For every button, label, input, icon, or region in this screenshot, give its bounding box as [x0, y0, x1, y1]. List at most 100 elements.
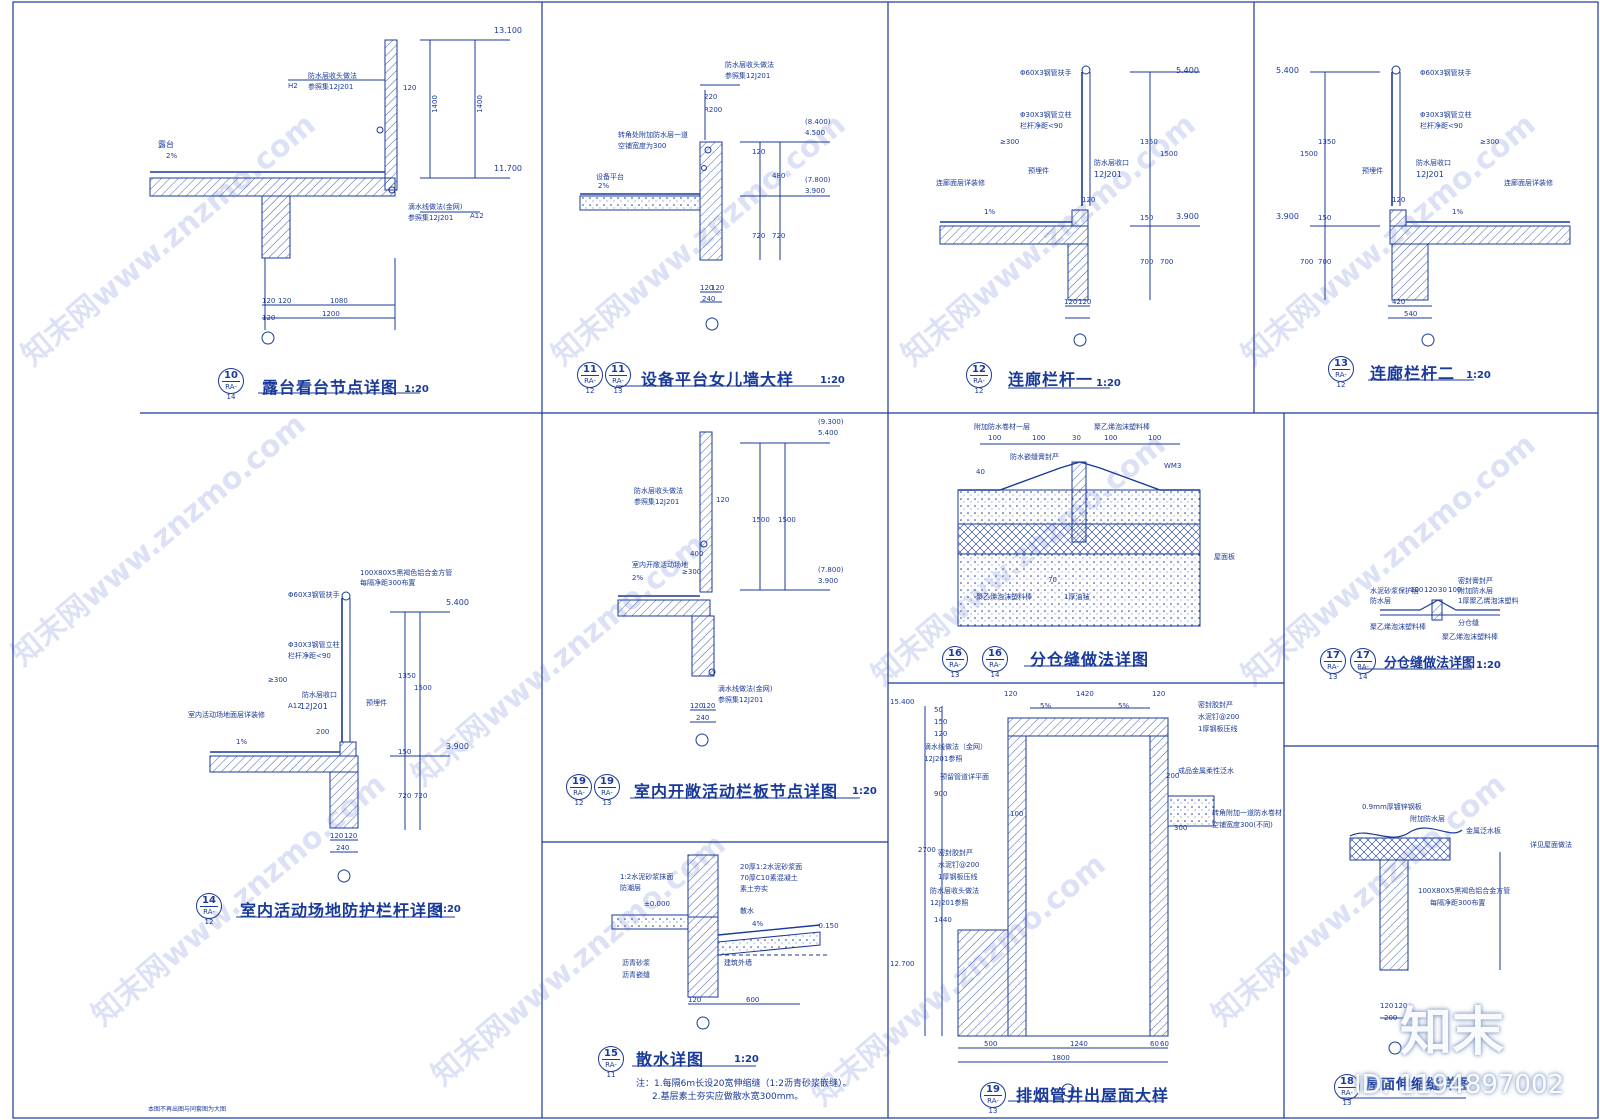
dimension-label: 120	[1004, 690, 1018, 698]
dimension-label: 100	[1104, 434, 1118, 442]
note: 预埋件	[366, 699, 387, 707]
dimension-label: 1400	[430, 95, 439, 113]
note: Φ30X3钢管立柱	[1420, 111, 1472, 119]
note: 防水层收口	[1094, 159, 1129, 167]
note: 0.9mm厚镀锌钢板	[1362, 803, 1422, 811]
note: 防水层收头做法	[634, 487, 683, 495]
detail-title: 分仓缝做法详图	[1384, 656, 1476, 671]
note: 素土夯实	[740, 885, 768, 893]
note: 滴水线做法(金网)	[408, 203, 463, 211]
dimension-label: ≥300	[1000, 138, 1020, 146]
detail-19b-drawing	[924, 706, 1215, 1097]
dimension-label: 240	[336, 844, 350, 852]
note: 12J201参照	[930, 899, 969, 907]
dimension-label: 100	[1010, 810, 1024, 818]
dimension-label: 120	[716, 496, 730, 504]
dimension-label: 120	[690, 702, 704, 710]
note: 防水层收口	[1416, 159, 1451, 167]
dimension-label: 120	[1082, 196, 1096, 204]
dimension-label: 300	[1174, 824, 1188, 832]
dimension-label: 150	[1318, 214, 1332, 222]
note: 防水层收头做法	[930, 887, 979, 895]
dimension-label: 200	[1384, 1014, 1398, 1022]
dimension-label: 700	[1160, 258, 1174, 266]
dimension-label: 600	[746, 996, 760, 1004]
dimension-label: 1080	[330, 297, 348, 305]
detail-title: 室内开敞活动栏板节点详图	[634, 782, 839, 801]
note: 70厚C10素混凝土	[740, 874, 798, 882]
elevation-label: (8.400)	[805, 118, 831, 126]
dimension-label: 120	[262, 297, 276, 305]
dimension-label: 540	[1404, 310, 1418, 318]
dimension-label: 100	[1410, 586, 1424, 594]
detail-title: 连廊栏杆二	[1370, 364, 1456, 383]
dimension-label: 40	[976, 468, 985, 476]
dimension-label: 150	[398, 748, 412, 756]
detail-scale: 1:20	[852, 786, 877, 797]
dimension-label: 1500	[1300, 150, 1318, 158]
dimension-label: 120	[1424, 586, 1438, 594]
note: 室内开敞活动场地	[632, 561, 688, 569]
elevation-label: 3.900	[1176, 212, 1199, 221]
ref-symbol: A12	[288, 702, 302, 710]
elevation-label: -0.150	[816, 922, 839, 930]
dimension-label: 100	[1032, 434, 1046, 442]
dimension-label: R200	[704, 106, 723, 114]
area-label: 露台	[158, 140, 174, 149]
dimension-label: 5%	[1040, 702, 1052, 710]
note: 密封胶封严	[938, 849, 973, 857]
note: 附加防水卷材一层	[974, 423, 1030, 431]
dimension-label: ≥300	[682, 568, 702, 576]
dimension-label: 1400	[475, 95, 484, 113]
note: 附加防水层	[1458, 587, 1493, 595]
dimension-label: 120	[1152, 690, 1166, 698]
dimension-label: 120	[1394, 1002, 1408, 1010]
note: 连廊面层详装修	[1504, 179, 1553, 187]
note: 水泥钉@200	[1198, 713, 1240, 721]
elevation-label: 3.900	[446, 742, 469, 751]
note: 100X80X5黑褐色铝合金方管	[1418, 887, 1511, 895]
elevation-label: 4.500	[805, 129, 826, 137]
dimension-label: 700	[1300, 258, 1314, 266]
dimension-label: 700	[1140, 258, 1154, 266]
detail-title: 屋面伸缩缝详图	[1366, 1077, 1471, 1093]
dimension-label: ≥300	[268, 676, 288, 684]
note: 分仓缝	[1458, 619, 1479, 627]
dimension-label: 1200	[322, 310, 340, 318]
note: 散水	[740, 907, 754, 915]
elevation-label: 5.400	[1276, 66, 1299, 75]
detail-18-drawing	[1349, 827, 1501, 1055]
dimension-label: 400	[690, 550, 704, 558]
dimension-label: 120	[1078, 298, 1092, 306]
dimension-label: 1500	[1160, 150, 1178, 158]
dimension-label: 900	[934, 790, 948, 798]
footnote: 注：1.每隔6m长设20宽伸缩缝（1:2沥青砂浆嵌缝）。	[636, 1079, 852, 1089]
dimension-label: 120	[1392, 196, 1406, 204]
ref-symbol: H2	[288, 82, 298, 90]
detail-scale: 1:20	[404, 384, 429, 395]
dimension-label: 150	[1140, 214, 1154, 222]
slope-label: 1%	[1452, 208, 1464, 216]
dimension-label: 1500	[414, 684, 432, 692]
detail-title: 室内活动场地防护栏杆详图	[240, 901, 445, 920]
detail-12-drawing	[939, 65, 1200, 347]
dimension-label: 100	[988, 434, 1002, 442]
note: 防水嵌缝膏封严	[1010, 453, 1059, 461]
dimension-label: 30	[1438, 586, 1447, 594]
dimension-label: 200	[316, 728, 330, 736]
slope-label: 1%	[236, 738, 248, 746]
dimension-label: 60	[1150, 1040, 1159, 1048]
site-logo: 知末	[1400, 1003, 1505, 1063]
note: 水泥砂浆保护层	[1370, 587, 1419, 595]
dimension-label: 1240	[1070, 1040, 1088, 1048]
note: 预留管道详平面	[940, 773, 989, 781]
